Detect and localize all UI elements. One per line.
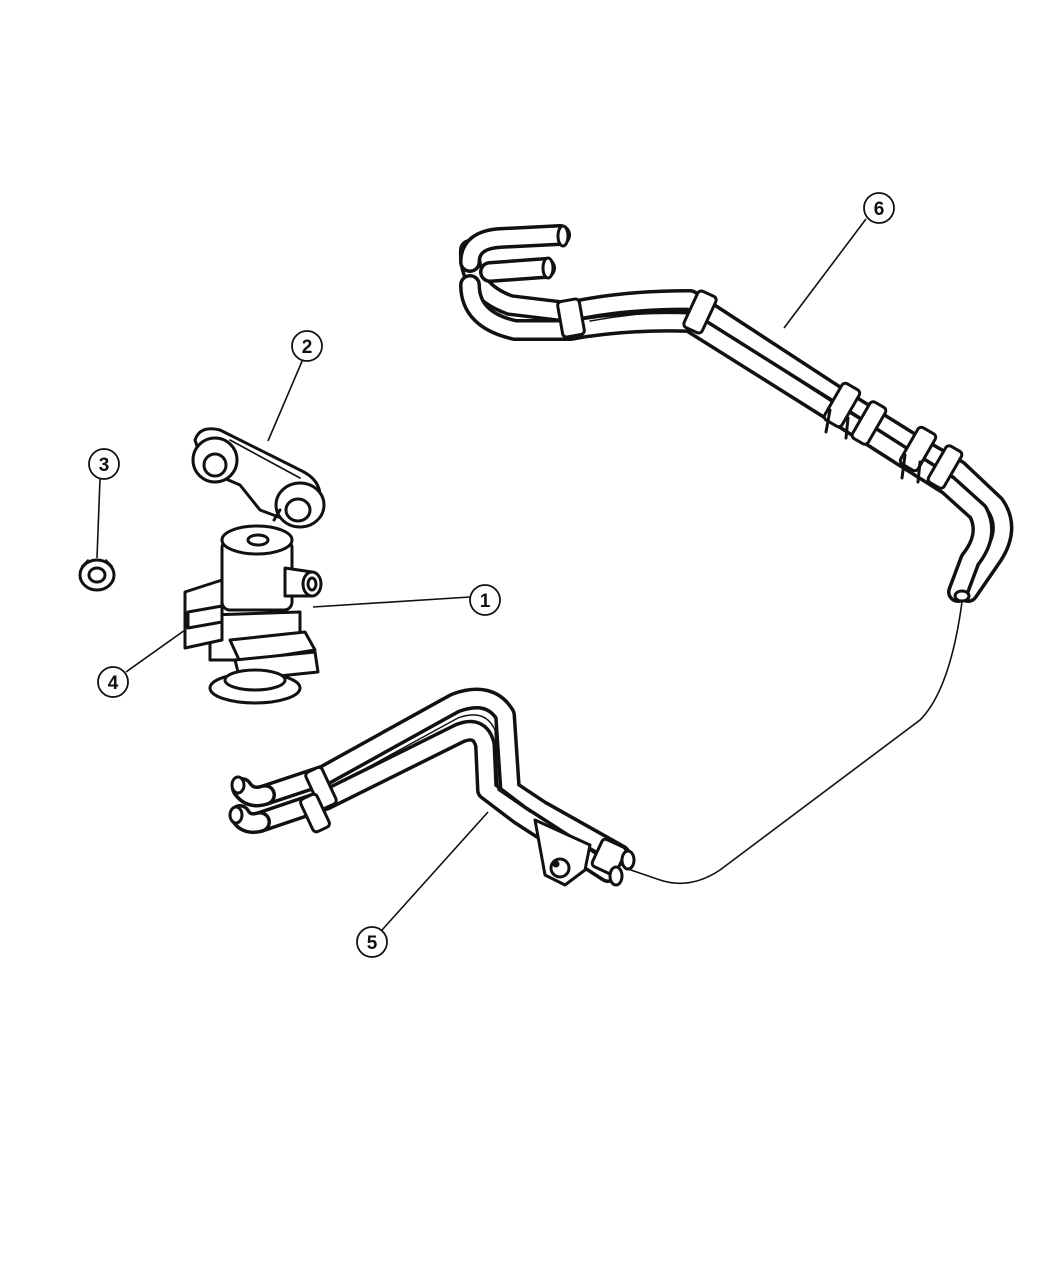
mounting-bracket[interactable]	[191, 427, 326, 529]
leader-line-3	[96, 478, 101, 559]
callout-4: 4	[97, 666, 129, 698]
leader-line-6	[783, 218, 867, 329]
callout-1: 1	[469, 584, 501, 616]
vacuum-harness-upper[interactable]	[458, 224, 1014, 603]
callout-label-4: 4	[108, 673, 119, 694]
callout-label-3: 3	[99, 455, 110, 476]
leader-line-4	[125, 629, 186, 673]
solenoid-valve[interactable]	[208, 508, 323, 705]
leader-line-5	[381, 811, 489, 931]
callout-label-1: 1	[480, 591, 491, 612]
hex-nut[interactable]	[78, 558, 116, 592]
callout-label-2: 2	[302, 337, 313, 358]
vacuum-harness-lower[interactable]	[228, 687, 636, 887]
routing-link-line	[624, 601, 963, 885]
leader-line-2	[267, 358, 304, 442]
electrical-connector[interactable]	[183, 578, 224, 650]
callout-label-5: 5	[367, 933, 378, 954]
callout-3: 3	[88, 448, 120, 480]
callout-2: 2	[291, 330, 323, 362]
callout-6: 6	[863, 192, 895, 224]
leader-line-1	[312, 596, 471, 608]
callout-5: 5	[356, 926, 388, 958]
callout-label-6: 6	[874, 199, 885, 220]
